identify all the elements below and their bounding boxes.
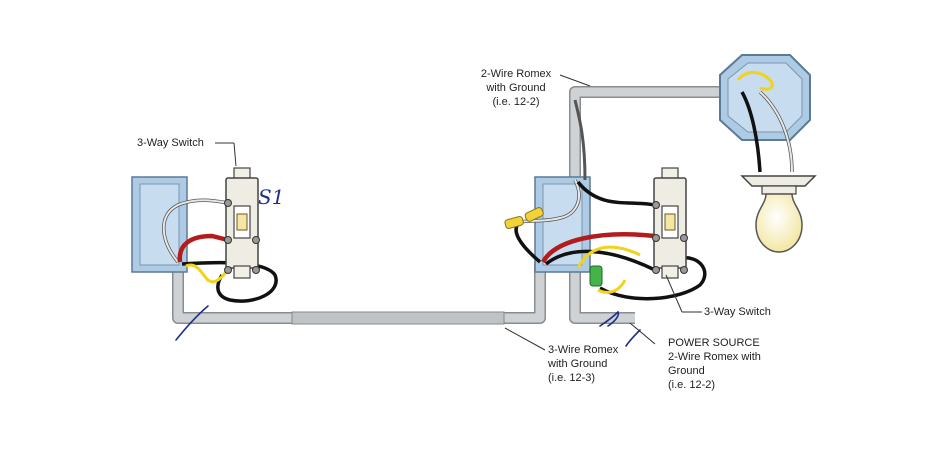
label-2-wire-romex: 2-Wire Romex with Ground (i.e. 12-2) [470, 67, 562, 109]
label-left-3-way-switch: 3-Way Switch [137, 137, 204, 149]
right-3-way-switch [652, 167, 688, 279]
label-3-wire-romex: 3-Wire Romex with Ground (i.e. 12-3) [548, 343, 618, 385]
right-box-wires [514, 99, 707, 301]
handwritten-s1: S1 [258, 185, 285, 209]
cable-power-source [569, 268, 635, 324]
handwritten-marks [175, 305, 641, 347]
label-2-wire-romex-line3: (i.e. 12-2) [492, 96, 540, 108]
label-power-source: POWER SOURCE 2-Wire Romex with Ground (i… [668, 336, 761, 392]
label-2-wire-romex-line1: 2-Wire Romex [480, 68, 552, 80]
left-3-way-switch [224, 167, 260, 279]
label-2-wire-romex-line2: with Ground [486, 82, 546, 94]
label-power-source-line2: 2-Wire Romex with [668, 351, 761, 363]
cable-3-wire-romex [172, 262, 546, 325]
label-3-wire-romex-line3: (i.e. 12-3) [548, 372, 596, 384]
label-3-wire-romex-line1: 3-Wire Romex [548, 344, 619, 356]
label-power-source-line3: Ground [668, 365, 705, 377]
label-power-source-line4: (i.e. 12-2) [668, 379, 716, 391]
leader-lines [215, 74, 702, 351]
label-3-wire-romex-line2: with Ground [548, 358, 608, 370]
cable-2-wire-romex-top [569, 86, 742, 178]
light-wires [736, 71, 794, 173]
label-power-source-line1: POWER SOURCE [668, 337, 760, 349]
light-bulb [740, 175, 817, 253]
wire-nuts [504, 207, 603, 287]
label-right-3-way-switch: 3-Way Switch [704, 306, 771, 318]
